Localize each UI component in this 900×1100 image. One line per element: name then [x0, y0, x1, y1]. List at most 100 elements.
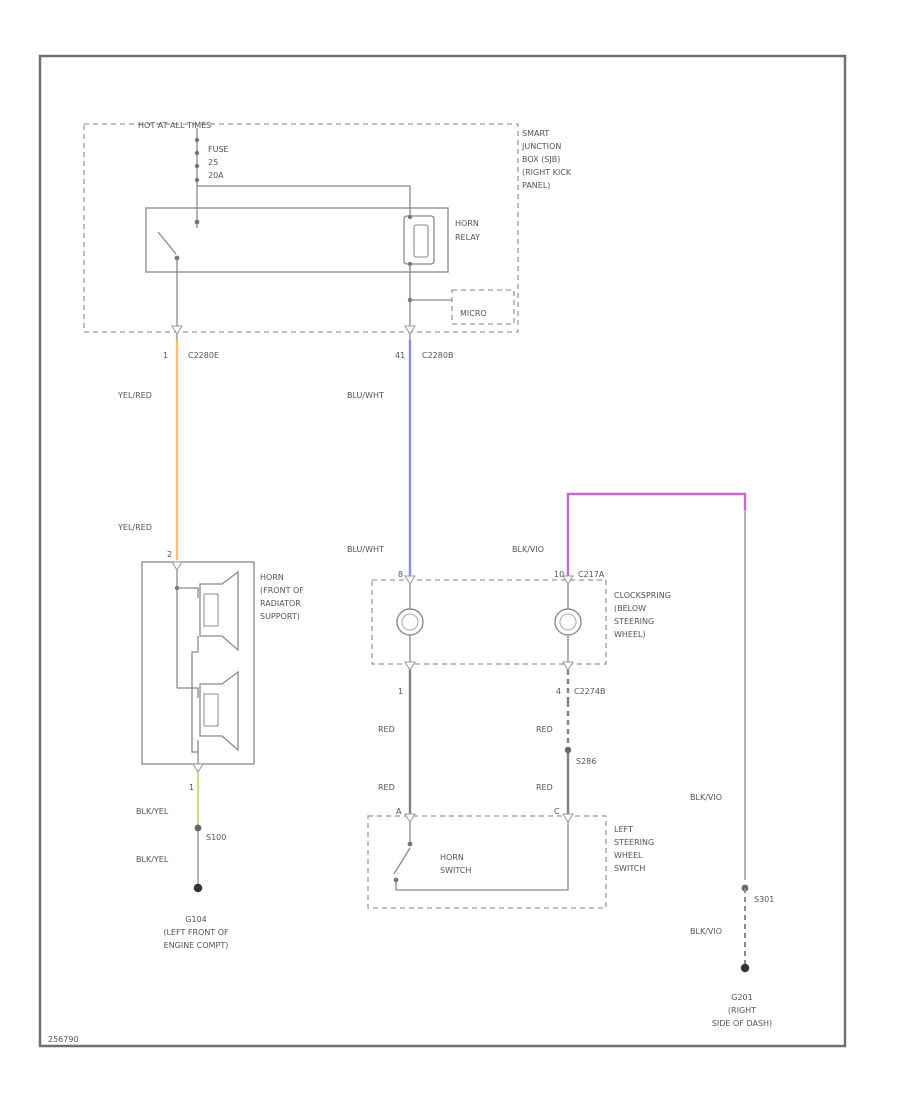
sjb-dashed-box [83, 123, 519, 333]
horn-switch-label: SWITCH [440, 866, 471, 875]
horn-connector-symbol [171, 561, 183, 571]
horn-pin-label: 2 [167, 550, 172, 559]
wire-label-red: RED [378, 725, 395, 734]
wire-label-red: RED [536, 725, 553, 734]
clockspring-dashed-box [371, 579, 607, 665]
horn-label: RADIATOR [260, 599, 301, 608]
switch-pin-label: C [554, 807, 560, 816]
horn-speaker-lower-coil [203, 693, 219, 727]
wire-label-red: RED [378, 783, 395, 792]
clockspring-coil-left-inner [401, 613, 419, 631]
connector-pin-label: 1 [163, 351, 168, 360]
wire-label-blu-wht: BLU/WHT [347, 545, 384, 554]
connector-c2280b-symbol [404, 325, 416, 335]
clockspring-label: STEERING [614, 617, 654, 626]
horn-relay-label: RELAY [455, 233, 480, 242]
connector-c217a-label: C217A [578, 570, 605, 579]
switch-connector-left [404, 813, 416, 823]
fuse-terminal-dot [194, 163, 200, 169]
fuse-terminal-dot [194, 177, 200, 183]
horn-speaker-upper [199, 570, 239, 652]
sjb-label: PANEL) [522, 181, 550, 190]
relay-contact-dot [194, 219, 200, 225]
fuse-label: FUSE [208, 145, 229, 154]
clockspring-label: WHEEL) [614, 630, 646, 639]
fuse-label: 25 [208, 158, 218, 167]
clockspring-coil-right-inner [559, 613, 577, 631]
ground-g201-dot [740, 963, 750, 973]
ground-g201-label: SIDE OF DASH) [712, 1019, 772, 1028]
wire-label-red: RED [536, 783, 553, 792]
switch-connector-right [562, 813, 574, 823]
fuse-label: 20A [208, 171, 224, 180]
splice-s286-dot [564, 746, 572, 754]
fuse-terminal-dot [194, 137, 200, 143]
relay-switch-arm [157, 231, 177, 255]
horn-ground-return [191, 636, 199, 753]
relay-coil-winding [413, 224, 429, 258]
diagram-frame [38, 54, 847, 1048]
sjb-label: (RIGHT KICK [522, 168, 572, 177]
wire-label-yel-red: YEL/RED [117, 391, 152, 400]
steering-switch-label: SWITCH [614, 864, 645, 873]
horn-label: SUPPORT) [260, 612, 300, 621]
switch-pin-label: A [396, 807, 402, 816]
horn-relay-label: HORN [455, 219, 479, 228]
horn-label: HORN [260, 573, 284, 582]
hot-at-all-times-label: HOT AT ALL TIMES [138, 121, 211, 130]
horn-speaker-lower [199, 670, 239, 752]
wire-label-blk-yel: BLK/YEL [136, 855, 169, 864]
clockspring-label: CLOCKSPRING [614, 591, 671, 600]
steering-switch-label: LEFT [614, 825, 633, 834]
sjb-label: JUNCTION [521, 142, 561, 151]
clockspring-bottom-connector-left [404, 661, 416, 671]
horn-bottom-connector [192, 763, 204, 773]
ground-g201-label: (RIGHT [728, 1006, 756, 1015]
wire-label-blk-yel: BLK/YEL [136, 807, 169, 816]
splice-s100-dot [194, 824, 202, 832]
splice-s301-label: S301 [754, 895, 774, 904]
micro-label: MICRO [460, 309, 487, 318]
connector-c2280b-label: C2280B [422, 351, 453, 360]
relay-coil-dot [407, 214, 413, 220]
ground-g201-label: G201 [731, 993, 752, 1002]
connector-c2274b-label: C2274B [574, 687, 605, 696]
wire-label-yel-red: YEL/RED [117, 523, 152, 532]
clockspring-pin-label: 4 [556, 687, 561, 696]
fuse-terminal-dot [194, 150, 200, 156]
steering-switch-label: WHEEL [614, 851, 643, 860]
horn-pin-label: 1 [189, 783, 194, 792]
figure-id-label: 256790 [48, 1035, 79, 1044]
wire-label-blk-vio: BLK/VIO [512, 545, 544, 554]
wire-label-blu-wht: BLU/WHT [347, 391, 384, 400]
splice-s100-label: S100 [206, 833, 226, 842]
horn-label: (FRONT OF [260, 586, 304, 595]
micro-dashed-box [451, 289, 515, 325]
horn-junction-dot [174, 585, 180, 591]
ground-g104-label: ENGINE COMPT) [164, 941, 229, 950]
steering-switch-dashed-box [367, 815, 607, 909]
clockspring-pin-label: 1 [398, 687, 403, 696]
clockspring-coil-right [554, 608, 582, 636]
wire-label-blk-vio: BLK/VIO [690, 927, 722, 936]
clockspring-pin-label: 8 [398, 570, 403, 579]
horn-relay-box [145, 207, 449, 273]
clockspring-pin-label: 10 [554, 570, 564, 579]
horn-upper-feed [177, 587, 199, 598]
wire-blk-vio [566, 492, 747, 580]
fuse-to-coil-line [197, 185, 411, 215]
horn-switch-label: HORN [440, 853, 464, 862]
sjb-label: SMART [522, 129, 549, 138]
clockspring-connector-left [404, 575, 416, 585]
connector-pin-label: 41 [395, 351, 405, 360]
clockspring-coil-left [396, 608, 424, 636]
ground-g104-dot [193, 883, 203, 893]
clockspring-label: (BELOW [614, 604, 646, 613]
horn-lower-feed [177, 687, 199, 698]
relay-coil [403, 215, 435, 265]
wire-label-blk-vio: BLK/VIO [690, 793, 722, 802]
horn-switch-return [395, 822, 569, 891]
ground-g104-label: G104 [185, 915, 206, 924]
splice-s286-label: S286 [576, 757, 596, 766]
